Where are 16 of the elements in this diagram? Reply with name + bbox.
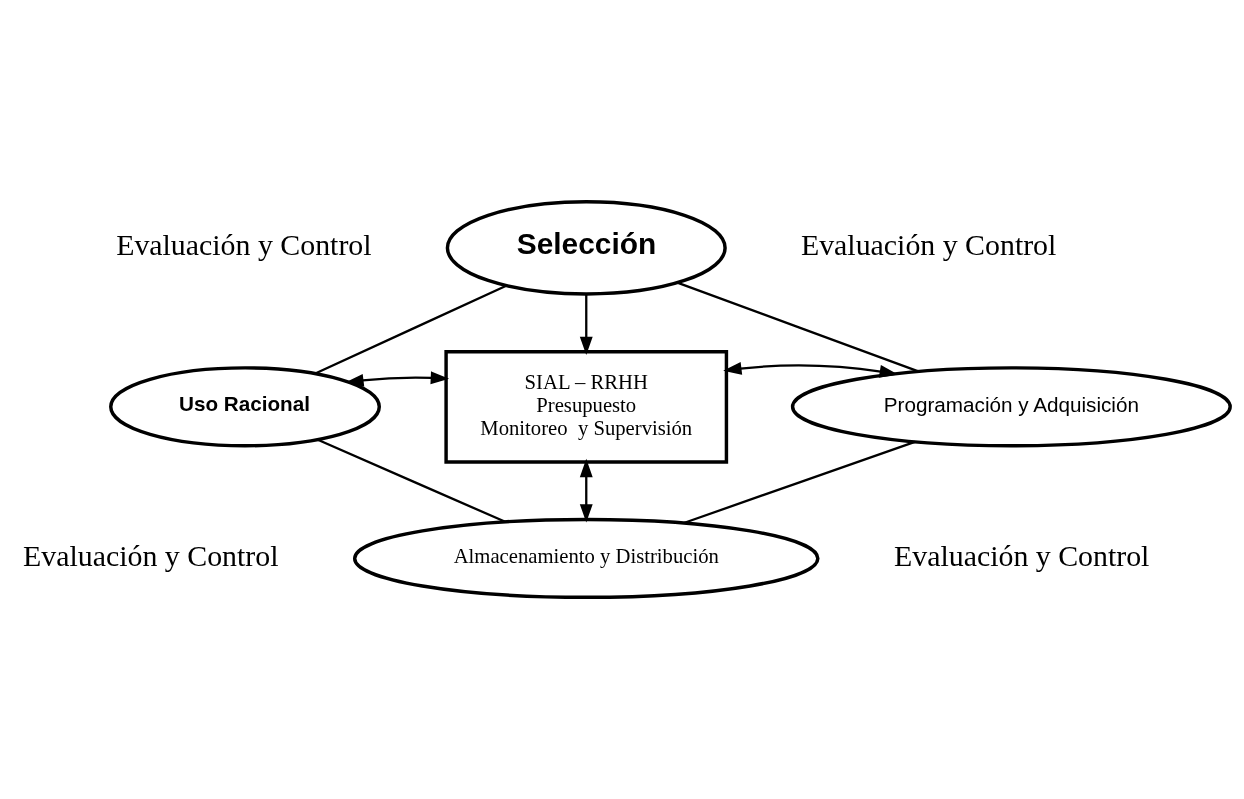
- connector: [677, 281, 919, 373]
- connector: [314, 284, 507, 375]
- connector: [683, 440, 916, 525]
- label: Evaluación y Control: [116, 228, 372, 262]
- label: Evaluación y Control: [894, 538, 1150, 572]
- connector: [317, 438, 506, 523]
- label: Evaluación y Control: [800, 228, 1057, 262]
- arrow: [579, 294, 593, 356]
- node-box: SIAL – RRHH Presupuesto Monitoreo y Supervisión: [444, 349, 729, 464]
- node-ellipse: Selección: [445, 200, 727, 296]
- label: Evaluación y Control: [23, 538, 279, 572]
- arrow: [345, 371, 450, 387]
- arrow: [579, 458, 593, 523]
- arrow: [723, 362, 898, 378]
- node-ellipse: Uso Racional: [109, 366, 381, 448]
- node-ellipse: Almacenamiento y Distribución: [352, 517, 820, 600]
